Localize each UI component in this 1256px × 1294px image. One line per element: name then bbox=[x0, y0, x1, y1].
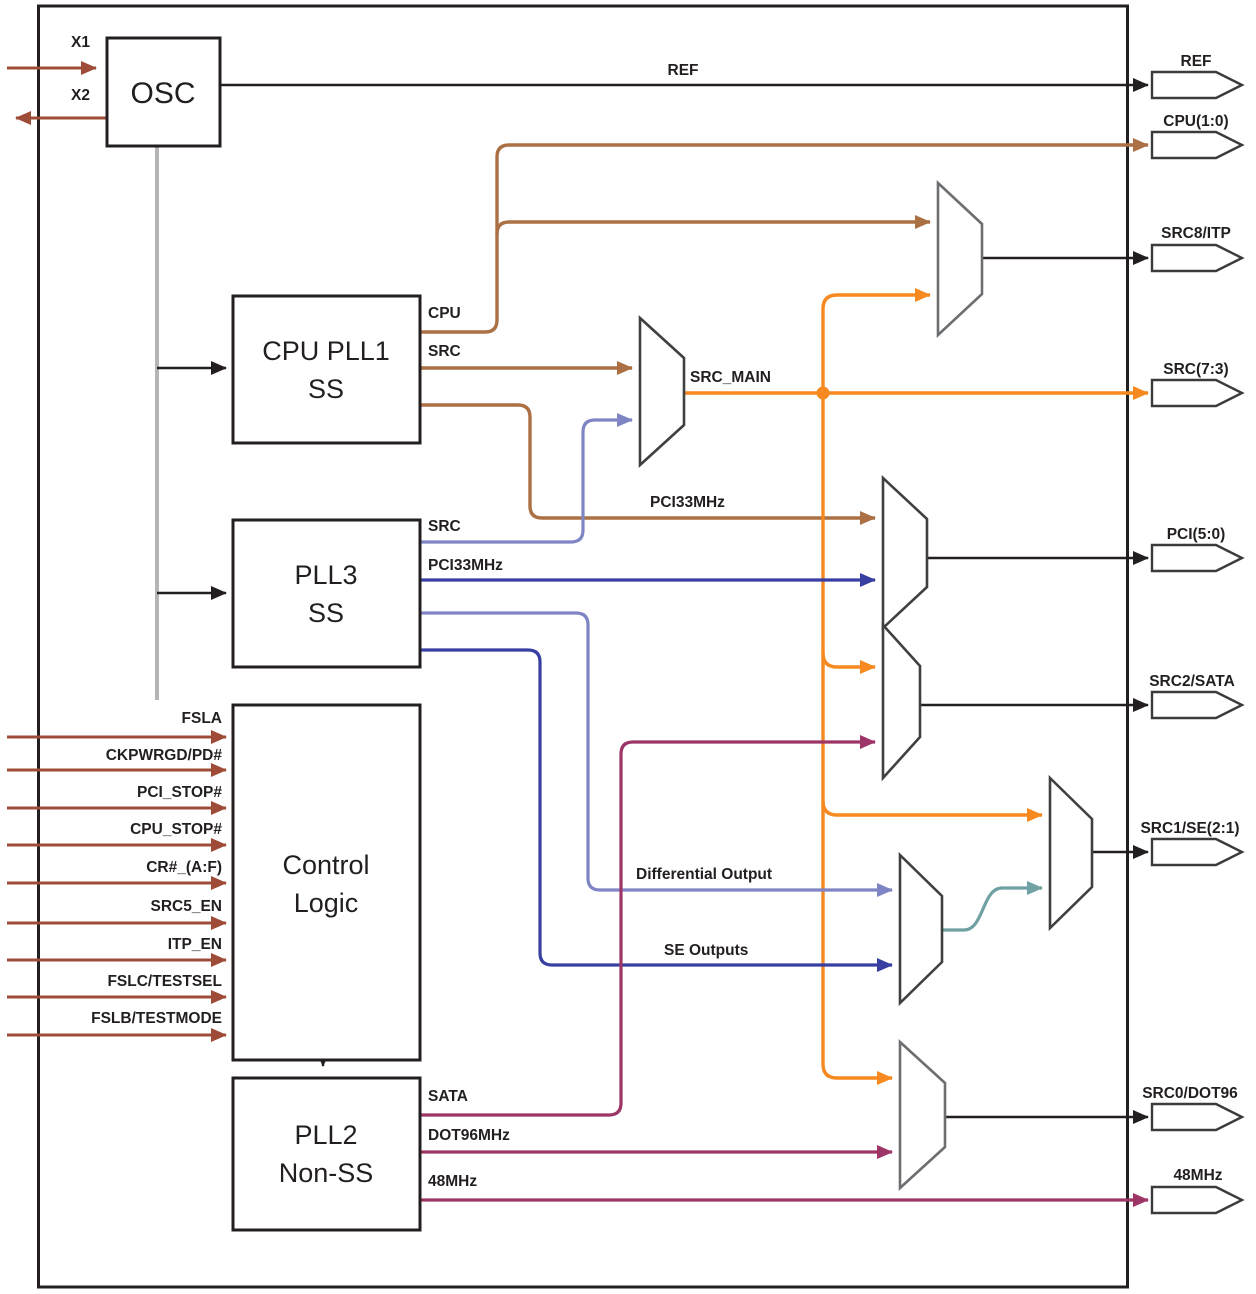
output-label-48mhz: 48MHz bbox=[1173, 1167, 1222, 1184]
input-label-ckpwrgd: CKPWRGD/PD# bbox=[106, 747, 223, 764]
net-label-cpu: CPU bbox=[428, 305, 461, 322]
pll2-block bbox=[231, 1076, 422, 1232]
output-label-src8-itp: SRC8/ITP bbox=[1161, 225, 1231, 242]
output-label-ref: REF bbox=[1181, 53, 1212, 70]
cpu-to-src8-mux-net bbox=[495, 215, 931, 235]
cpu-pll1-label-line1: CPU PLL1 bbox=[262, 336, 390, 366]
output-pin-src2-sata bbox=[1150, 690, 1245, 720]
pll3-label-line1: PLL3 bbox=[294, 560, 357, 590]
output-pin-src7-3 bbox=[1150, 378, 1245, 408]
mux-src2-sata bbox=[881, 621, 922, 782]
output-pin-src1-se bbox=[1150, 837, 1245, 867]
src-main-junction-dot bbox=[816, 386, 830, 400]
cpu-net bbox=[420, 138, 1149, 334]
output-label-pci: PCI(5:0) bbox=[1167, 526, 1226, 543]
output-pin-cpu bbox=[1150, 130, 1245, 160]
pll3-src-net bbox=[420, 413, 633, 544]
srcmain-to-src2-mux-net bbox=[821, 652, 876, 674]
net-label-se-outputs: SE Outputs bbox=[664, 942, 748, 959]
net-label-src-main: SRC_MAIN bbox=[690, 369, 771, 386]
chip-boundary bbox=[37, 4, 1129, 1289]
mux-se bbox=[898, 851, 944, 1007]
net-label-sata: SATA bbox=[428, 1088, 468, 1105]
output-label-src7-3: SRC(7:3) bbox=[1163, 361, 1228, 378]
mux-src0-dot96 bbox=[898, 1039, 947, 1191]
input-label-cpu-stop: CPU_STOP# bbox=[130, 821, 222, 838]
srcmain-to-src8-mux-net bbox=[821, 288, 931, 310]
output-label-src2-sata: SRC2/SATA bbox=[1149, 673, 1235, 690]
mux-pci bbox=[881, 475, 929, 631]
pll3-block bbox=[231, 518, 422, 669]
net-label-src: SRC bbox=[428, 343, 461, 360]
input-label-cr: CR#_(A:F) bbox=[146, 859, 222, 876]
output-pins: REF CPU(1:0) SRC8/ITP SRC(7:3) PCI(5:0) … bbox=[1140, 53, 1245, 1215]
input-label-pci-stop: PCI_STOP# bbox=[137, 784, 222, 801]
net-label-src-pll3: SRC bbox=[428, 518, 461, 535]
output-label-cpu: CPU(1:0) bbox=[1163, 113, 1228, 130]
pll2-label-line2: Non-SS bbox=[279, 1158, 374, 1188]
mux-src1-se bbox=[1048, 774, 1094, 932]
blocks: OSC CPU PLL1 SS PLL3 SS Control Logic PL… bbox=[105, 36, 422, 1232]
input-label-fsla: FSLA bbox=[182, 710, 222, 727]
pll3-label-line2: SS bbox=[308, 598, 344, 628]
net-label-dot96: DOT96MHz bbox=[428, 1127, 510, 1144]
net-label-ref: REF bbox=[668, 62, 699, 79]
output-pin-pci bbox=[1150, 543, 1245, 573]
input-label-x1: X1 bbox=[71, 34, 90, 51]
input-label-fslc: FSLC/TESTSEL bbox=[107, 973, 222, 990]
cpu-pll1-block bbox=[231, 294, 422, 445]
osc-block-label: OSC bbox=[130, 77, 195, 110]
sata-net bbox=[420, 735, 876, 1117]
output-pin-ref bbox=[1150, 70, 1245, 100]
net-label-48mhz: 48MHz bbox=[428, 1173, 477, 1190]
nets bbox=[155, 78, 1149, 1207]
control-logic-block bbox=[231, 703, 422, 1062]
mux-src8-itp bbox=[936, 180, 984, 338]
cpu-pll1-label-line2: SS bbox=[308, 374, 344, 404]
input-label-itp-en: ITP_EN bbox=[168, 936, 222, 953]
net-labels: REF CPU SRC SRC_MAIN PCI33MHz SRC PCI33M… bbox=[428, 62, 772, 1190]
output-pin-48mhz bbox=[1150, 1185, 1245, 1215]
output-label-src0-dot96: SRC0/DOT96 bbox=[1142, 1085, 1238, 1102]
srcmain-to-src1-mux-net bbox=[821, 800, 1043, 822]
pll2-label-line1: PLL2 bbox=[294, 1120, 357, 1150]
control-logic-label-line1: Control bbox=[282, 850, 369, 880]
net-label-pci33-pll3: PCI33MHz bbox=[428, 557, 503, 574]
output-label-src1-se: SRC1/SE(2:1) bbox=[1140, 820, 1239, 837]
mux-src-main bbox=[638, 315, 686, 468]
muxes bbox=[638, 180, 1094, 1191]
net-label-differential-output: Differential Output bbox=[636, 866, 772, 883]
output-pin-src0-dot96 bbox=[1150, 1102, 1245, 1132]
input-label-x2: X2 bbox=[71, 87, 90, 104]
se-mux-to-src1-mux-net bbox=[942, 881, 1043, 932]
input-label-src5-en: SRC5_EN bbox=[151, 898, 223, 915]
left-inputs: X1 X2 FSLA CKPWRGD/PD# PCI_STOP# CPU_STO… bbox=[7, 34, 227, 1042]
srcmain-to-src0-mux-net bbox=[821, 1063, 893, 1085]
se-outputs-net bbox=[420, 648, 893, 972]
osc-block bbox=[105, 36, 222, 148]
control-logic-label-line2: Logic bbox=[294, 888, 359, 918]
output-pin-src8-itp bbox=[1150, 243, 1245, 273]
input-label-fslb: FSLB/TESTMODE bbox=[91, 1010, 222, 1027]
net-label-pci33-mid: PCI33MHz bbox=[650, 494, 725, 511]
src-to-pci-mux-net bbox=[420, 403, 876, 525]
differential-output-net bbox=[420, 611, 893, 897]
